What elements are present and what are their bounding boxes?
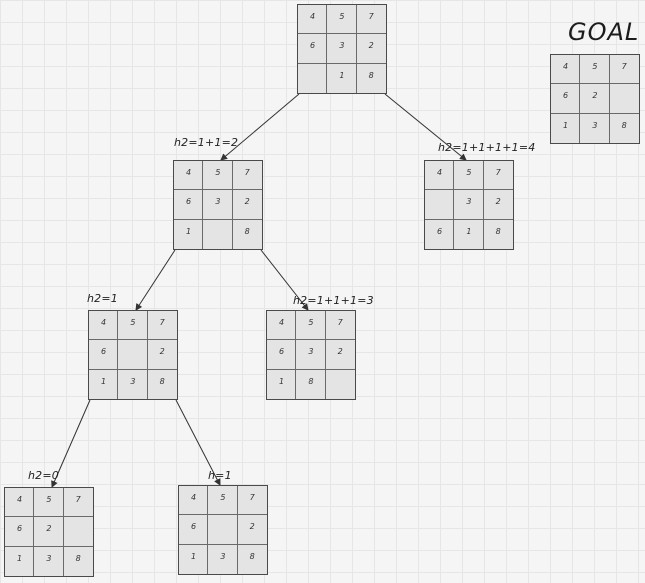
node-label-n3: h2=1 [87, 292, 118, 305]
n2-tile-2: 5 [454, 161, 484, 191]
n5-tile-3: 7 [63, 488, 93, 518]
n2-tile-5: 3 [454, 190, 484, 220]
n5-tile-1: 4 [5, 488, 35, 518]
node-label-n5: h2=0 [28, 469, 59, 482]
n1-tile-6: 2 [232, 190, 262, 220]
n4-tile-2: 5 [296, 311, 326, 341]
root-tile-7 [298, 63, 328, 93]
n1-tile-8 [203, 219, 233, 249]
n1-tile-1: 4 [174, 161, 204, 191]
n4-tile-9 [326, 370, 355, 399]
n6-tile-9: 8 [249, 551, 255, 561]
n6-tile-5 [208, 515, 238, 545]
n4-tile-4: 6 [267, 340, 297, 370]
n3-tile-3: 7 [147, 311, 177, 341]
goal-tile-5: 2 [580, 84, 610, 114]
n5-tile-5: 2 [34, 517, 64, 547]
root-tile-8: 1 [327, 63, 357, 93]
root-tile-9: 8 [368, 70, 374, 80]
root-tile-5: 3 [327, 34, 357, 64]
goal-tile-3: 7 [609, 55, 639, 85]
node-label-n6: h=1 [208, 469, 232, 482]
goal-tile-1: 4 [551, 55, 581, 85]
n4-tile-8: 8 [296, 369, 326, 399]
goal-tile-8: 3 [580, 113, 610, 143]
goal-tile-7: 1 [551, 113, 581, 143]
n3-tile-4: 6 [89, 340, 119, 370]
n1-tile-3: 7 [232, 161, 262, 191]
edge-root-to-n1 [220, 93, 300, 161]
n2-tile-4 [425, 190, 455, 220]
n4-tile-1: 4 [267, 311, 297, 341]
root-tile-3: 7 [356, 5, 386, 35]
node-label-n1: h2=1+1=2 [174, 136, 239, 149]
n3-tile-5 [118, 340, 148, 370]
goal-tile-6 [609, 84, 639, 114]
root-tile-4: 6 [298, 34, 328, 64]
n5-tile-2: 5 [34, 488, 64, 518]
n6-tile-3: 7 [237, 486, 267, 516]
n3-tile-8: 3 [118, 369, 148, 399]
n5-tile-7: 1 [5, 546, 35, 576]
n3-tile-7: 1 [89, 369, 119, 399]
n2-tile-7: 6 [425, 219, 455, 249]
n4-tile-3: 7 [325, 311, 355, 341]
n6-tile-8: 3 [208, 544, 238, 574]
n6-tile-7: 1 [179, 544, 209, 574]
n6-tile-1: 4 [179, 486, 209, 516]
node-label-n2: h2=1+1+1+1=4 [438, 141, 536, 154]
n3-tile-1: 4 [89, 311, 119, 341]
n3-tile-9: 8 [159, 376, 165, 386]
n5-tile-6 [63, 517, 93, 547]
goal-tile-2: 5 [580, 55, 610, 85]
n6-tile-2: 5 [208, 486, 238, 516]
goal-title: GOAL [568, 18, 640, 46]
n2-tile-1: 4 [425, 161, 455, 191]
n1-tile-5: 3 [203, 190, 233, 220]
n2-tile-9: 8 [495, 226, 501, 236]
edge-n1-to-n3 [135, 249, 176, 311]
n1-tile-7: 1 [174, 219, 204, 249]
root-tile-1: 4 [298, 5, 328, 35]
n1-tile-2: 5 [203, 161, 233, 191]
n5-tile-8: 3 [34, 546, 64, 576]
n1-tile-4: 6 [174, 190, 204, 220]
n5-tile-4: 6 [5, 517, 35, 547]
n3-tile-6: 2 [147, 340, 177, 370]
n5-tile-9: 8 [75, 553, 81, 563]
n2-tile-3: 7 [483, 161, 513, 191]
root-tile-6: 2 [356, 34, 386, 64]
goal-tile-9: 8 [621, 120, 627, 130]
n1-tile-9: 8 [244, 226, 250, 236]
n4-tile-5: 3 [296, 340, 326, 370]
n3-tile-2: 5 [118, 311, 148, 341]
node-label-n4: h2=1+1+1=3 [293, 294, 374, 307]
n6-tile-6: 2 [237, 515, 267, 545]
n2-tile-8: 1 [454, 219, 484, 249]
n2-tile-6: 2 [483, 190, 513, 220]
goal-tile-4: 6 [551, 84, 581, 114]
root-tile-2: 5 [327, 5, 357, 35]
n4-tile-7: 1 [267, 369, 297, 399]
n6-tile-4: 6 [179, 515, 209, 545]
n4-tile-6: 2 [325, 340, 355, 370]
